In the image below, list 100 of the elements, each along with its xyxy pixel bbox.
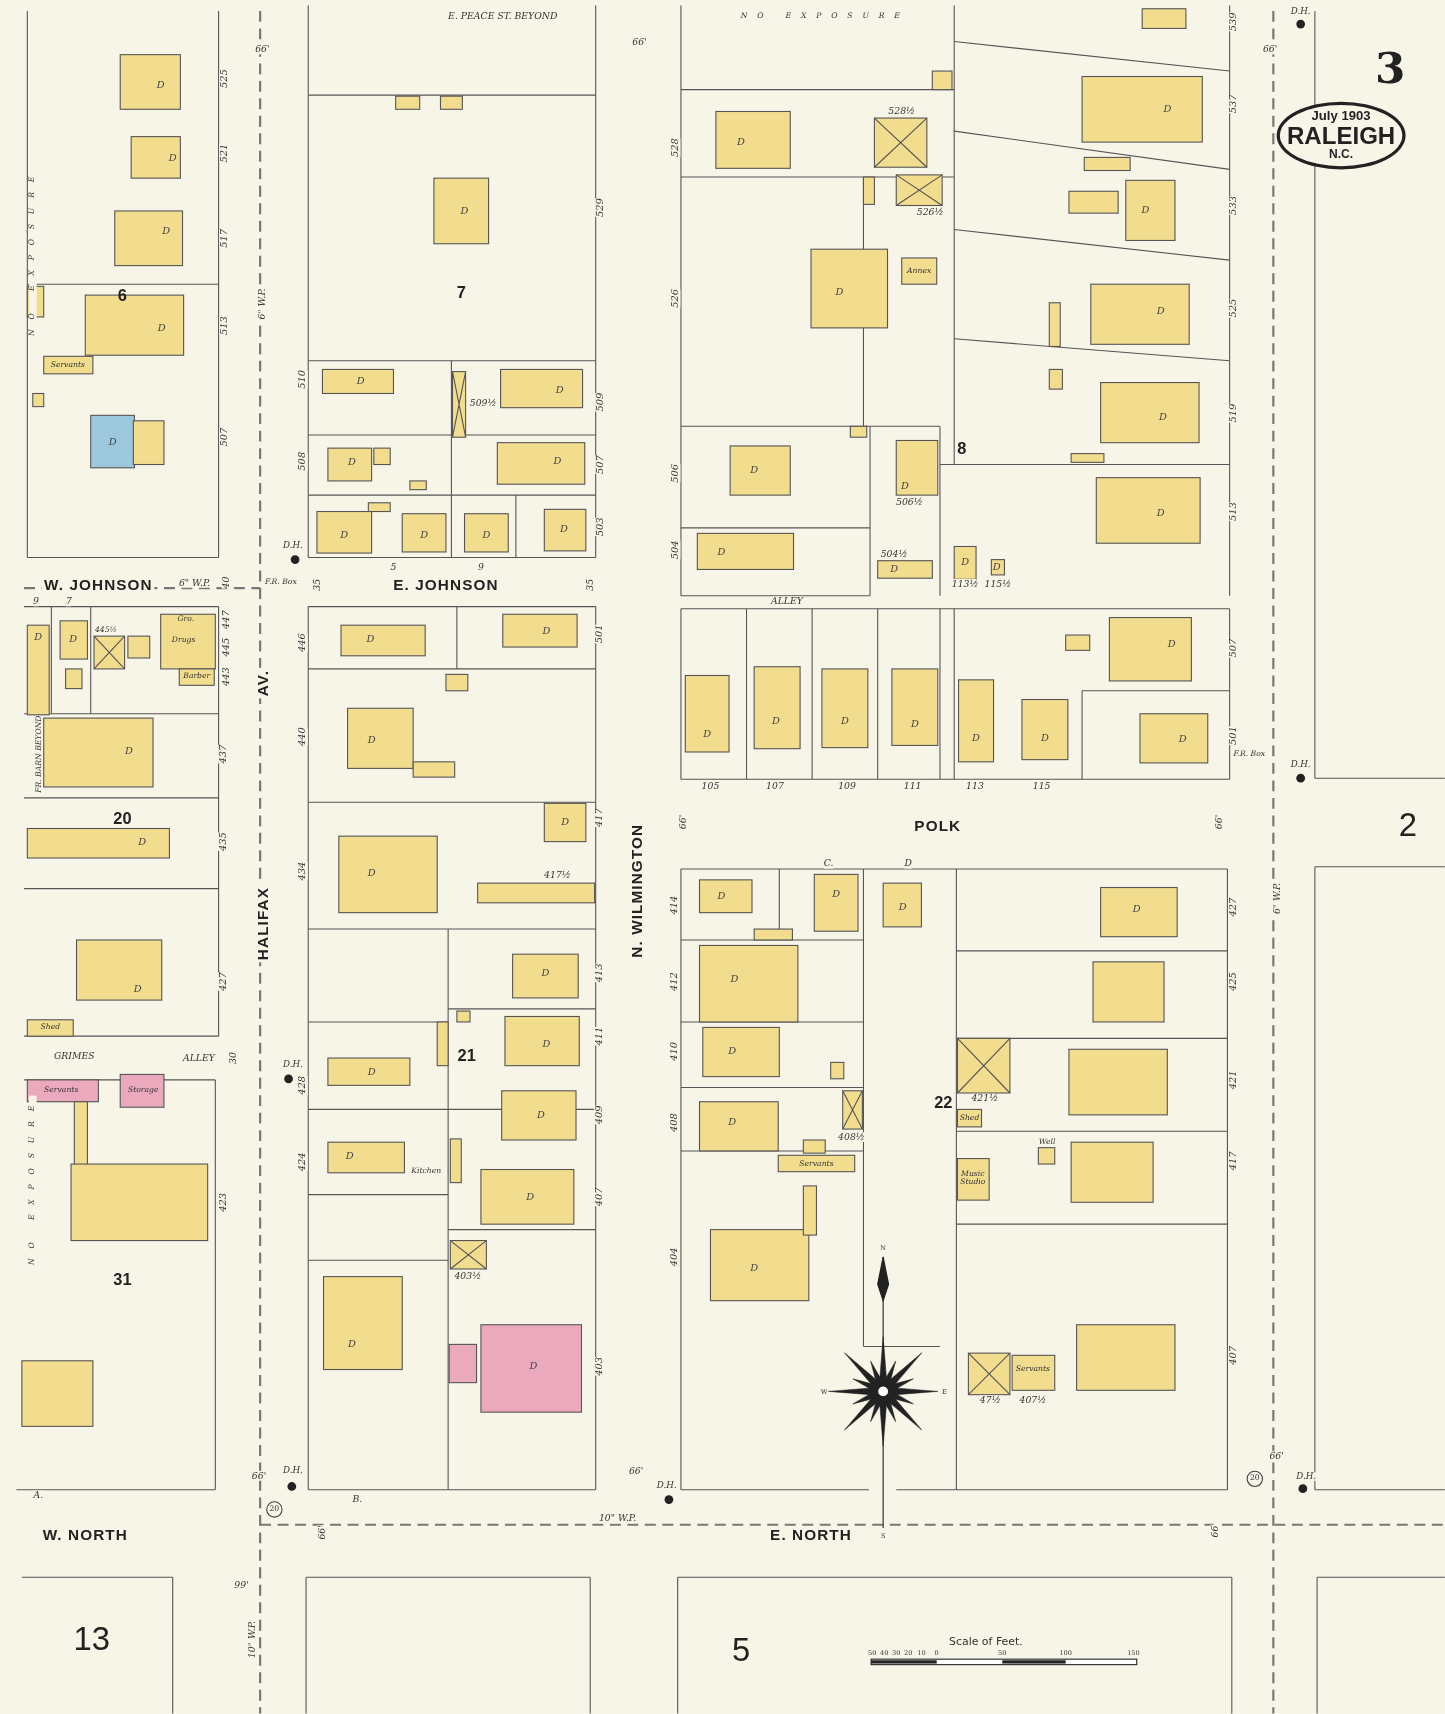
dwelling-code: D	[728, 1117, 737, 1128]
house-number: 437	[218, 744, 228, 764]
house-number: 440	[297, 727, 308, 747]
house-number: 435	[218, 832, 228, 851]
map-note: 30	[228, 1052, 238, 1064]
dwelling-code: D	[482, 530, 491, 541]
house-number: 421	[1228, 1070, 1238, 1090]
dwelling-code: D	[772, 716, 780, 727]
map-note: 504½	[880, 549, 908, 559]
map-note: 6" W.P.	[1272, 882, 1282, 915]
dwelling-code: D	[138, 837, 147, 848]
dwelling-code: D	[737, 137, 745, 147]
map-note: 113½	[951, 579, 979, 589]
dwelling-code: D	[367, 735, 376, 745]
map-note: 408½	[838, 1132, 865, 1142]
map-note: 105	[701, 781, 720, 791]
block-number: 7	[456, 283, 466, 301]
dwelling-code: D	[133, 984, 142, 995]
house-number: 504	[670, 540, 681, 560]
dwelling-code: D	[108, 437, 117, 448]
dwelling-code: D	[1159, 412, 1167, 423]
block-number: 21	[457, 1046, 476, 1063]
dwelling-code: D	[961, 556, 970, 567]
dwelling-code: D	[703, 729, 712, 740]
house-number: 537	[1228, 94, 1238, 114]
map-note: D	[904, 858, 912, 869]
dwelling-code: D	[529, 1361, 538, 1372]
map-note: 35	[585, 578, 595, 591]
dwelling-code: D	[717, 547, 726, 557]
house-number: 412	[669, 972, 680, 991]
map-note: 107	[766, 781, 784, 791]
city-name: RALEIGH	[1287, 123, 1396, 149]
street-name: W. JOHNSON	[41, 577, 155, 593]
dwelling-code: D	[348, 1339, 356, 1350]
house-number: 423	[218, 1192, 228, 1212]
dwelling-code: D	[162, 226, 171, 237]
dwelling-code: D	[972, 732, 980, 743]
dwelling-code: D	[460, 206, 469, 216]
map-note: 66'	[1214, 814, 1224, 830]
house-number: 408	[669, 1113, 680, 1132]
block-number: 6	[117, 286, 127, 304]
block-number: 31	[113, 1270, 132, 1287]
house-number: 517	[219, 228, 229, 248]
map-note: B.	[352, 1493, 363, 1504]
house-number: 413	[594, 963, 604, 983]
block-number: 8	[957, 439, 967, 457]
dwelling-code: D	[367, 868, 376, 879]
map-note: 66'	[628, 1466, 644, 1476]
hydrant-label: D.H.	[1290, 760, 1311, 770]
dwelling-code: D	[156, 80, 165, 91]
map-note: 47½	[979, 1395, 1001, 1405]
map-note: ALLEY	[770, 596, 803, 606]
dwelling-code: D	[34, 632, 43, 643]
map-note: 526½	[916, 207, 944, 217]
house-number: 525	[219, 69, 229, 89]
dwelling-code: D	[1156, 306, 1165, 317]
dwelling-code: D	[1167, 638, 1176, 649]
house-number: 501	[594, 624, 604, 644]
sheet-number: 3	[1375, 45, 1406, 90]
house-number: 425	[1228, 972, 1238, 991]
house-number: 407	[1228, 1345, 1238, 1365]
house-number: 427	[1228, 897, 1238, 917]
house-number: 428	[297, 1075, 308, 1095]
hydrant-label: D.H.	[283, 1466, 303, 1476]
dwelling-code: D	[345, 1151, 354, 1162]
dwelling-code: D	[168, 153, 177, 164]
dwelling-code: D	[840, 716, 849, 727]
map-note: 421½	[971, 1093, 999, 1104]
dwelling-code: D	[1163, 104, 1172, 115]
map-note: 6" W.P.	[257, 288, 267, 320]
map-note: 5	[390, 562, 397, 572]
house-number: 427	[218, 972, 228, 991]
house-number: 446	[297, 633, 308, 653]
dwelling-code: D	[348, 457, 356, 468]
map-note: GRIMES	[53, 1051, 95, 1061]
map-note: 506½	[896, 497, 923, 507]
house-number: 507	[595, 455, 605, 474]
dwelling-code: D	[340, 530, 349, 541]
dwelling-code: D	[1178, 733, 1187, 744]
house-number: 525	[1228, 298, 1238, 318]
hydrant-label: D.H.	[283, 541, 303, 550]
sheet-number: 5	[731, 1634, 751, 1667]
dwelling-code: D	[367, 1067, 376, 1078]
house-number: 411	[594, 1026, 604, 1046]
dwelling-code: D	[366, 634, 375, 645]
dwelling-code: D	[555, 385, 564, 396]
house-number: 509	[595, 392, 605, 412]
house-number: 501	[1228, 726, 1238, 745]
house-number: 513	[219, 316, 229, 336]
dwelling-code: D	[560, 524, 568, 534]
map-note: 66'	[251, 1470, 267, 1481]
map-note: 66'	[255, 44, 270, 54]
map-note: 7	[65, 596, 72, 606]
house-number: 447	[221, 610, 232, 630]
sheet-number: 13	[73, 1623, 111, 1656]
map-note: 6" W.P.	[178, 577, 211, 588]
house-number: 407	[594, 1187, 604, 1207]
house-number: 507	[219, 427, 229, 447]
dwelling-code: D	[541, 967, 550, 978]
house-number: 529	[595, 198, 605, 218]
